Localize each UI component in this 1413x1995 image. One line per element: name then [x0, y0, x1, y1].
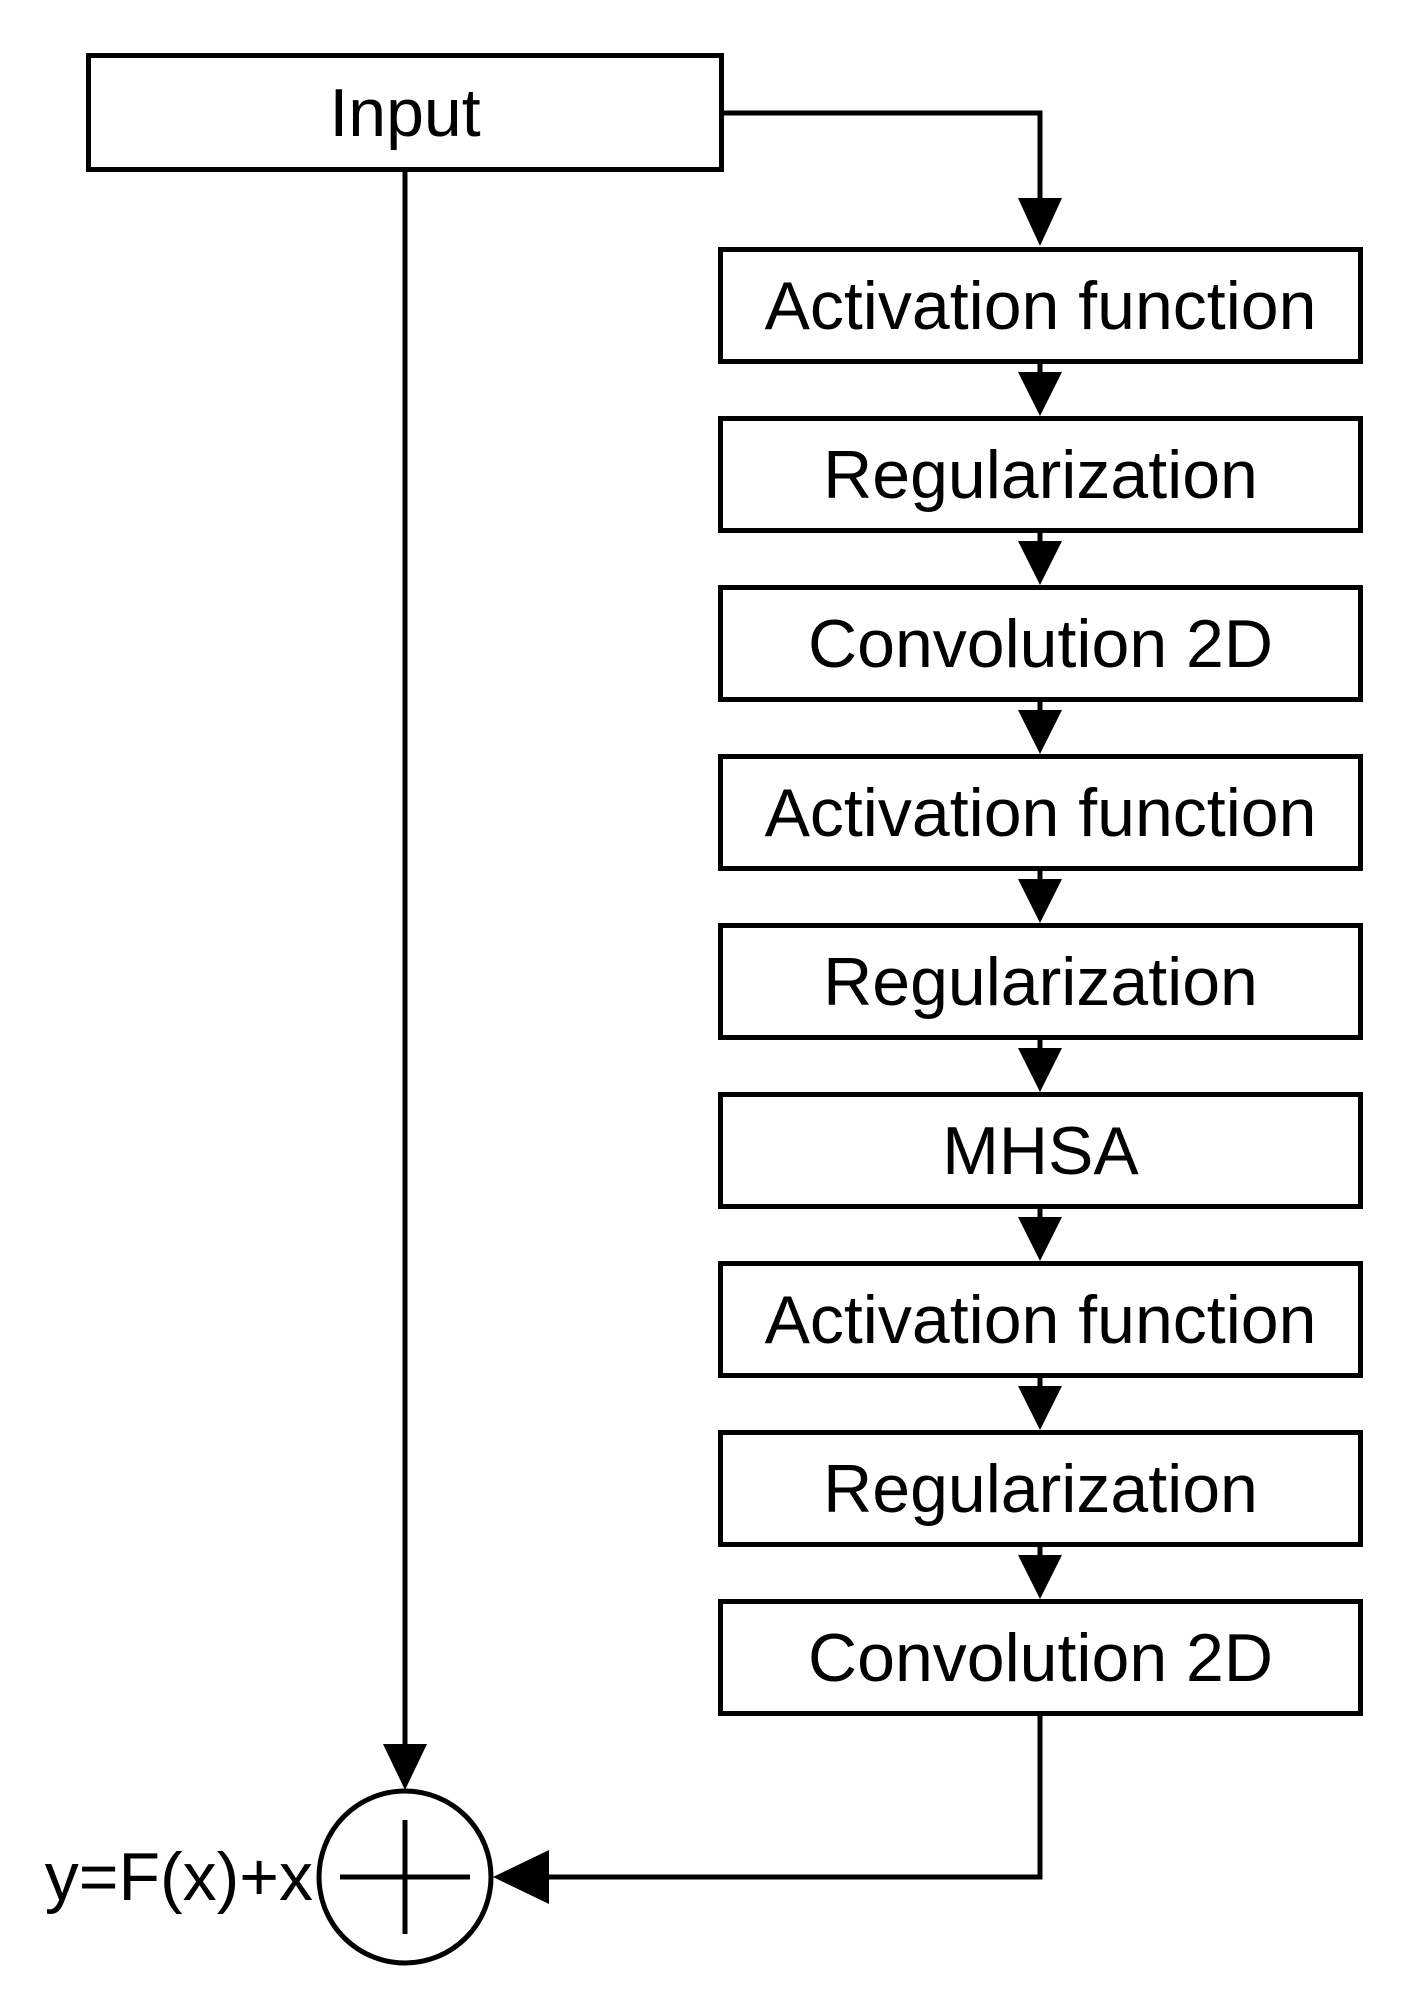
node-connector-arrow [1018, 531, 1062, 585]
node-connector-arrow [1018, 1545, 1062, 1599]
node-input: Input [86, 53, 724, 172]
skip-arrowhead-icon [383, 1744, 427, 1790]
node-connector-arrow [1018, 1207, 1062, 1261]
node-connector-arrow [1018, 869, 1062, 923]
node-label: Activation function [764, 267, 1317, 344]
node-label: Regularization [823, 1450, 1258, 1527]
node-mhsa: MHSA [718, 1092, 1363, 1209]
node-label: Convolution 2D [808, 1619, 1273, 1696]
branch-arrowhead-icon [1018, 198, 1062, 246]
node-input-label: Input [329, 74, 481, 151]
node-connector-arrow [1018, 700, 1062, 754]
node-label: Regularization [823, 436, 1258, 513]
plus-icon [340, 1820, 470, 1934]
node-connector-arrow [1018, 1376, 1062, 1430]
node-label: Activation function [764, 1281, 1317, 1358]
feedback-arrowhead-icon [493, 1850, 549, 1904]
node-regularization-1: Regularization [718, 416, 1363, 533]
node-regularization-2: Regularization [718, 923, 1363, 1040]
output-formula-label: y=F(x)+x [0, 1837, 313, 1917]
node-activation-function-2: Activation function [718, 754, 1363, 871]
node-connector-arrow [1018, 1038, 1062, 1092]
node-connector-arrow [1018, 362, 1062, 416]
node-regularization-3: Regularization [718, 1430, 1363, 1547]
node-label: MHSA [942, 1112, 1139, 1189]
feedback-connector [549, 1716, 1043, 1880]
input-to-branch-connector [722, 110, 1043, 204]
output-formula-text: y=F(x)+x [44, 1839, 313, 1915]
node-activation-function-3: Activation function [718, 1261, 1363, 1378]
node-convolution-2d-1: Convolution 2D [718, 585, 1363, 702]
node-label: Activation function [764, 774, 1317, 851]
node-label: Convolution 2D [808, 605, 1273, 682]
node-label: Regularization [823, 943, 1258, 1020]
node-convolution-2d-2: Convolution 2D [718, 1599, 1363, 1716]
node-activation-function-1: Activation function [718, 247, 1363, 364]
